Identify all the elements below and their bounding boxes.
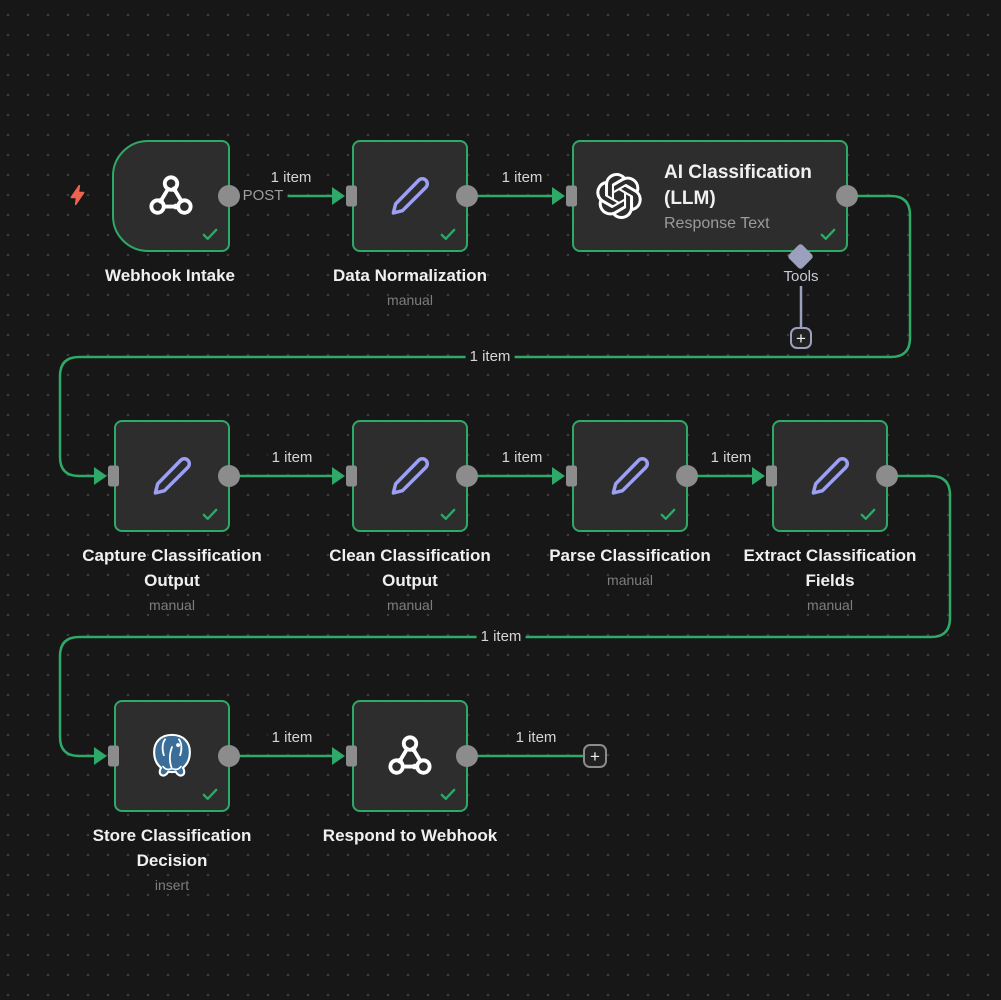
input-port[interactable]	[108, 745, 119, 767]
output-port[interactable]	[218, 185, 240, 207]
webhook-icon	[387, 733, 433, 779]
input-port[interactable]	[346, 185, 357, 207]
node-label-data-normalization: Data Normalization manual	[333, 266, 487, 308]
success-check-icon	[860, 508, 876, 520]
node-subtitle: Response Text	[664, 214, 770, 232]
edge-item-count: 1 item	[476, 628, 526, 646]
pen-icon	[809, 455, 851, 497]
edge-store-to-respond[interactable]	[228, 747, 345, 765]
input-port[interactable]	[346, 745, 357, 767]
edge-item-count: 1 item	[706, 449, 756, 467]
edge-item-count: 1 item	[497, 169, 547, 187]
success-check-icon	[440, 788, 456, 800]
edge-capture-to-clean[interactable]	[228, 467, 345, 485]
success-check-icon	[660, 508, 676, 520]
edge-output-label-post: POST	[238, 187, 288, 205]
input-port[interactable]	[566, 465, 577, 487]
output-port[interactable]	[836, 185, 858, 207]
node-label-webhook-intake: Webhook Intake	[104, 266, 236, 285]
edge-item-count: 1 item	[267, 729, 317, 747]
node-label-clean-classification-output: Clean Classification Output manual	[329, 546, 491, 613]
input-port[interactable]	[566, 185, 577, 207]
node-webhook-intake[interactable]	[112, 140, 240, 252]
node-label-parse-classification: Parse Classification manual	[549, 546, 711, 588]
pen-icon	[389, 175, 431, 217]
edge-parse-to-extract[interactable]	[686, 467, 765, 485]
pen-icon	[609, 455, 651, 497]
success-check-icon	[440, 508, 456, 520]
node-parse-classification[interactable]	[566, 420, 698, 532]
input-port[interactable]	[108, 465, 119, 487]
output-port[interactable]	[456, 745, 478, 767]
output-port[interactable]	[456, 465, 478, 487]
node-label-store-classification-decision: Store Classification Decision insert	[92, 826, 252, 893]
edge-item-count: 1 item	[266, 169, 316, 187]
output-port[interactable]	[456, 185, 478, 207]
add-node-button[interactable]: +	[583, 744, 607, 768]
tools-port-label: Tools	[779, 268, 823, 286]
postgres-icon	[146, 730, 198, 782]
success-check-icon	[440, 228, 456, 240]
edge-item-count: 1 item	[465, 348, 515, 366]
input-port[interactable]	[346, 465, 357, 487]
node-label-capture-classification-output: Capture Classification Output manual	[82, 546, 262, 613]
edge-item-count: 1 item	[511, 729, 561, 747]
node-label-extract-classification-fields: Extract Classification Fields manual	[743, 546, 917, 613]
success-check-icon	[820, 228, 836, 240]
edge-clean-to-parse[interactable]	[466, 467, 565, 485]
output-port[interactable]	[676, 465, 698, 487]
pen-icon	[151, 455, 193, 497]
success-check-icon	[202, 508, 218, 520]
node-ai-classification[interactable]: AI Classification (LLM) Response Text	[566, 140, 858, 252]
output-port[interactable]	[218, 465, 240, 487]
edge-item-count: 1 item	[267, 449, 317, 467]
success-check-icon	[202, 788, 218, 800]
node-data-normalization[interactable]	[346, 140, 478, 252]
node-respond-to-webhook[interactable]	[346, 700, 478, 812]
node-clean-classification-output[interactable]	[346, 420, 478, 532]
node-label-respond-to-webhook: Respond to Webhook	[322, 826, 498, 845]
trigger-bolt-icon	[70, 184, 85, 206]
add-tool-button[interactable]: +	[790, 327, 812, 349]
output-port[interactable]	[218, 745, 240, 767]
input-port[interactable]	[766, 465, 777, 487]
webhook-icon	[148, 173, 194, 219]
success-check-icon	[202, 228, 218, 240]
node-store-classification-decision[interactable]	[108, 700, 240, 812]
output-port[interactable]	[876, 465, 898, 487]
node-capture-classification-output[interactable]	[108, 420, 240, 532]
node-title: AI Classification (LLM)	[664, 161, 812, 209]
openai-icon	[596, 173, 642, 219]
pen-icon	[389, 455, 431, 497]
edge-normalization-to-ai[interactable]	[466, 187, 565, 205]
node-extract-classification-fields[interactable]	[766, 420, 898, 532]
edge-item-count: 1 item	[497, 449, 547, 467]
